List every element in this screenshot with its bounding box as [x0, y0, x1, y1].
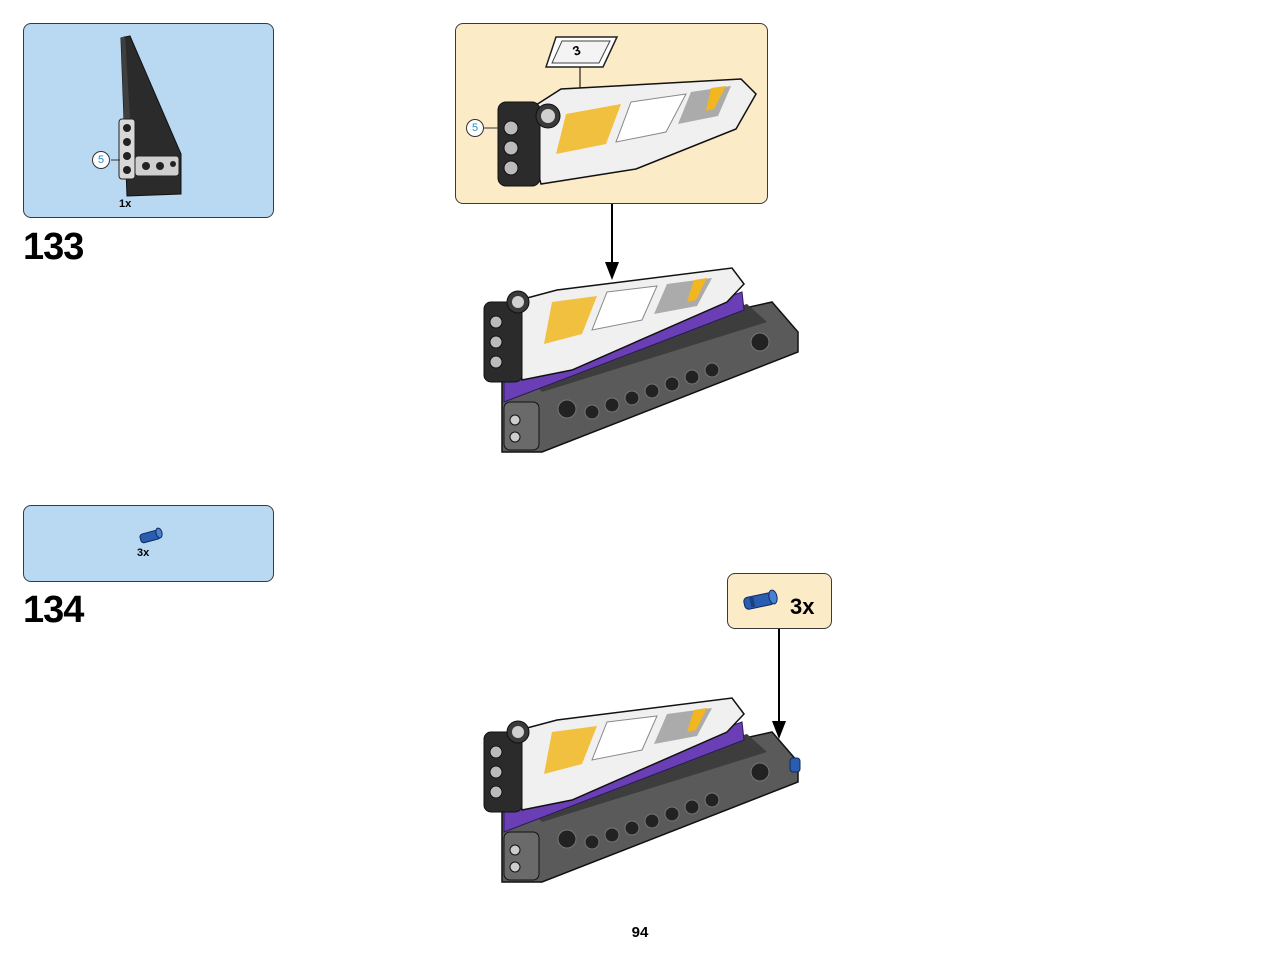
step-133-subassembly-box: 3 5: [455, 23, 768, 204]
step-133-model: [483, 267, 799, 453]
page-number: 94: [631, 924, 649, 941]
step-134-parts-callout: 3x: [727, 573, 832, 629]
sticker-sheet-icon: [544, 36, 619, 109]
step-133-parts-list: 5 1x: [23, 23, 274, 218]
step-134-callout-quantity: 3x: [790, 594, 815, 619]
step-133-number: 133: [23, 226, 84, 268]
step-134-number: 134: [23, 589, 84, 631]
step-134-model: [483, 697, 801, 883]
step-134-assembly-arrow: [772, 629, 786, 739]
step-133-part-quantity: 1x: [119, 198, 132, 210]
step-133-subassembly-callout-length: 5: [466, 119, 484, 137]
blue-axle-pin-callout-icon: [743, 589, 778, 610]
black-wing-panel-icon: [111, 35, 182, 197]
step-133-assembly-arrow: [605, 204, 619, 280]
step-134-parts-list: 3x: [23, 505, 274, 582]
step-134-part-quantity: 3x: [137, 547, 150, 559]
step-133-part-callout-length: 5: [92, 151, 110, 169]
wing-panel-with-sticker-icon: [484, 78, 757, 187]
blue-axle-pin-icon: [139, 527, 163, 544]
